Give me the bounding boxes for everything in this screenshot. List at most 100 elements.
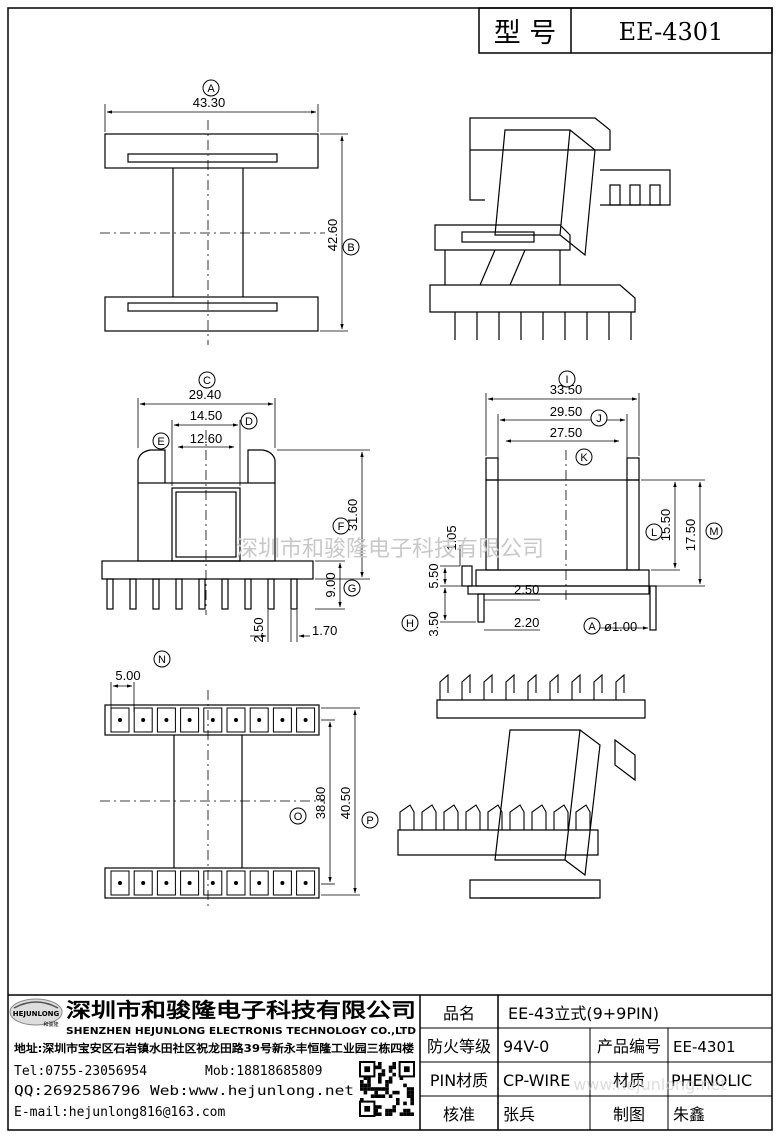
pin-hole xyxy=(280,881,285,885)
isometric-pins xyxy=(399,673,625,830)
watermark-text: 深圳市和骏隆电子科技有限公司 xyxy=(236,537,544,562)
model-value: EE-4301 xyxy=(619,18,724,46)
pin-hole xyxy=(257,718,262,722)
iso-pin-top xyxy=(439,673,449,700)
bubble-p: P xyxy=(361,811,379,829)
bubble-k: K xyxy=(575,448,593,466)
bubble-letter: D xyxy=(245,416,253,428)
dim-k-value: 27.50 xyxy=(550,425,583,440)
iso-pin-top xyxy=(615,673,625,700)
bubble-a-pin: A xyxy=(583,617,601,635)
pin-slot xyxy=(180,870,200,896)
iso-pin-top xyxy=(549,673,559,700)
bubble-letter: O xyxy=(294,811,303,823)
iso-pin-top xyxy=(527,673,537,700)
bubble-l: L xyxy=(645,523,663,541)
bubble-letter: K xyxy=(580,452,588,464)
pin-slot xyxy=(133,707,153,733)
dim-c-value: 29.40 xyxy=(189,387,222,402)
pin-material-value: CP-WIRE xyxy=(503,1071,570,1090)
side-view-right xyxy=(440,393,705,631)
drawn-value: 朱鑫 xyxy=(673,1105,705,1124)
bubble-a: A xyxy=(202,79,220,97)
pin-slot xyxy=(180,707,200,733)
pin-slot xyxy=(249,870,269,896)
approved-label: 核准 xyxy=(443,1105,475,1124)
iso-pin-bottom xyxy=(465,804,481,830)
bubble-letter: B xyxy=(347,242,354,254)
pin-hole xyxy=(141,718,146,722)
logo-subtext: 和骏隆 xyxy=(43,1021,58,1028)
bubble-letter: I xyxy=(565,374,568,386)
dim-2-50-value: 2.50 xyxy=(514,582,539,597)
iso-pin-bottom xyxy=(509,804,525,830)
dim-m-value: 17.50 xyxy=(683,519,698,552)
logo-text: HEJUNLONG xyxy=(13,1010,60,1018)
dim-pin-diameter-value: ø1.00 xyxy=(604,619,637,634)
bubble-o: O xyxy=(289,807,307,825)
pin-slot xyxy=(156,707,176,733)
pin-hole xyxy=(141,881,146,885)
dim-2-20-value: 2.20 xyxy=(514,615,539,630)
pin-hole xyxy=(280,718,285,722)
pin-slot xyxy=(203,870,223,896)
dim-pin-height-value: 2.50 xyxy=(251,617,266,642)
dim-5-50-value: 5.50 xyxy=(426,563,441,588)
bubble-letter: L xyxy=(651,527,657,539)
bubble-f: F xyxy=(332,517,350,535)
iso-pin-top xyxy=(571,673,581,700)
bubble-letter: P xyxy=(366,815,373,827)
pin-hole xyxy=(303,718,308,722)
bubble-letter: G xyxy=(348,583,357,595)
iso-pin-bottom xyxy=(531,804,547,830)
pin-slot xyxy=(226,870,246,896)
bubble-letter: H xyxy=(406,618,414,630)
side-view-left xyxy=(101,398,370,642)
bubble-c: C xyxy=(198,371,216,389)
isometric-view-top xyxy=(429,117,671,340)
company-email: E-mail:hejunlong816@163.com xyxy=(14,1105,225,1120)
pin-slot xyxy=(110,707,130,733)
bubble-letter: M xyxy=(709,526,718,538)
iso-pin-top xyxy=(483,673,493,700)
bubble-letter: A xyxy=(207,83,215,95)
fire-rating-label: 防火等级 xyxy=(427,1037,491,1056)
pin-hole xyxy=(234,881,238,885)
pin-hole xyxy=(187,881,192,885)
iso-pin-top xyxy=(593,673,603,700)
pin-slot xyxy=(133,870,153,896)
pin-slot xyxy=(296,707,316,733)
pin-hole xyxy=(303,881,308,885)
bubble-b: B xyxy=(342,238,360,256)
iso-pin-bottom xyxy=(421,804,437,830)
pin-hole xyxy=(164,881,169,885)
pin-hole xyxy=(118,881,122,885)
bubble-letter: E xyxy=(157,436,164,448)
dim-g-value: 9.00 xyxy=(323,572,338,597)
bubble-letter: F xyxy=(338,521,345,533)
dim-pitch-value: 5.00 xyxy=(115,668,140,683)
pin-grid xyxy=(110,707,316,896)
pin-slot xyxy=(156,870,176,896)
pin-hole xyxy=(234,718,238,722)
bubble-j: J xyxy=(590,409,608,427)
pin-slot xyxy=(249,707,269,733)
pin-hole xyxy=(118,718,122,722)
drawing-border xyxy=(7,7,773,1131)
iso-pin-bottom xyxy=(399,804,415,830)
bubble-g: G xyxy=(343,579,361,597)
pin-hole xyxy=(187,718,192,722)
dim-d-value: 14.50 xyxy=(190,408,223,423)
model-header: 型 号 EE-4301 xyxy=(478,7,773,54)
iso-pin-top xyxy=(505,673,515,700)
model-label: 型 号 xyxy=(494,18,557,49)
pin-slot xyxy=(110,870,130,896)
bubble-d: D xyxy=(240,412,258,430)
plan-view-bottom xyxy=(100,682,360,910)
company-name-en: SHENZHEN HEJUNLONG ELECTRONIS TECHNOLOGY… xyxy=(66,1026,416,1037)
dim-i-value: 33.50 xyxy=(550,382,583,397)
approved-value: 张兵 xyxy=(503,1105,535,1124)
dim-p-value: 40.50 xyxy=(338,787,353,820)
